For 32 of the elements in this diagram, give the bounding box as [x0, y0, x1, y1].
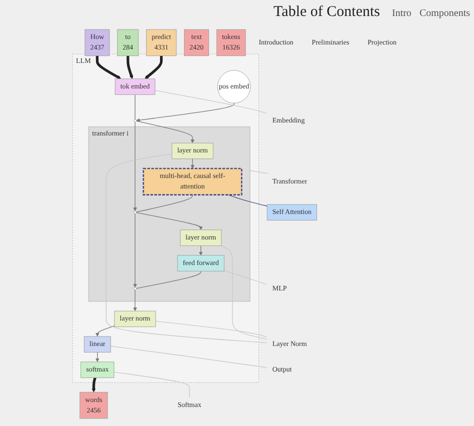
- connector: [155, 320, 268, 338]
- arrow: [133, 213, 137, 288]
- node-circle: [133, 119, 136, 122]
- section-heading: Intro: [392, 8, 412, 19]
- connector: [134, 94, 136, 120]
- connector: [136, 270, 202, 289]
- connector: [154, 90, 268, 114]
- connector: [220, 245, 268, 340]
- connector: [136, 194, 193, 212]
- arrow: [144, 55, 163, 79]
- arrow: [95, 326, 115, 337]
- arrow: [96, 55, 122, 80]
- node-circle: [133, 287, 136, 290]
- connector: [110, 346, 268, 368]
- connector: [224, 270, 268, 285]
- connector: [106, 154, 268, 344]
- connector: [114, 372, 190, 398]
- arrow: [92, 377, 96, 392]
- arrow: [133, 122, 137, 212]
- arrow: [136, 212, 203, 230]
- arrow: [190, 158, 194, 169]
- title: Table of Contents: [274, 4, 380, 21]
- arrow: [133, 290, 137, 312]
- connector: [228, 194, 268, 206]
- arrow: [136, 120, 194, 144]
- node-circle: [133, 210, 136, 214]
- connector: [250, 170, 269, 174]
- arrow: [198, 245, 203, 256]
- arrow: [136, 102, 234, 122]
- arrow: [126, 55, 133, 79]
- arrow: [95, 352, 100, 362]
- section-heading: Components: [419, 8, 470, 19]
